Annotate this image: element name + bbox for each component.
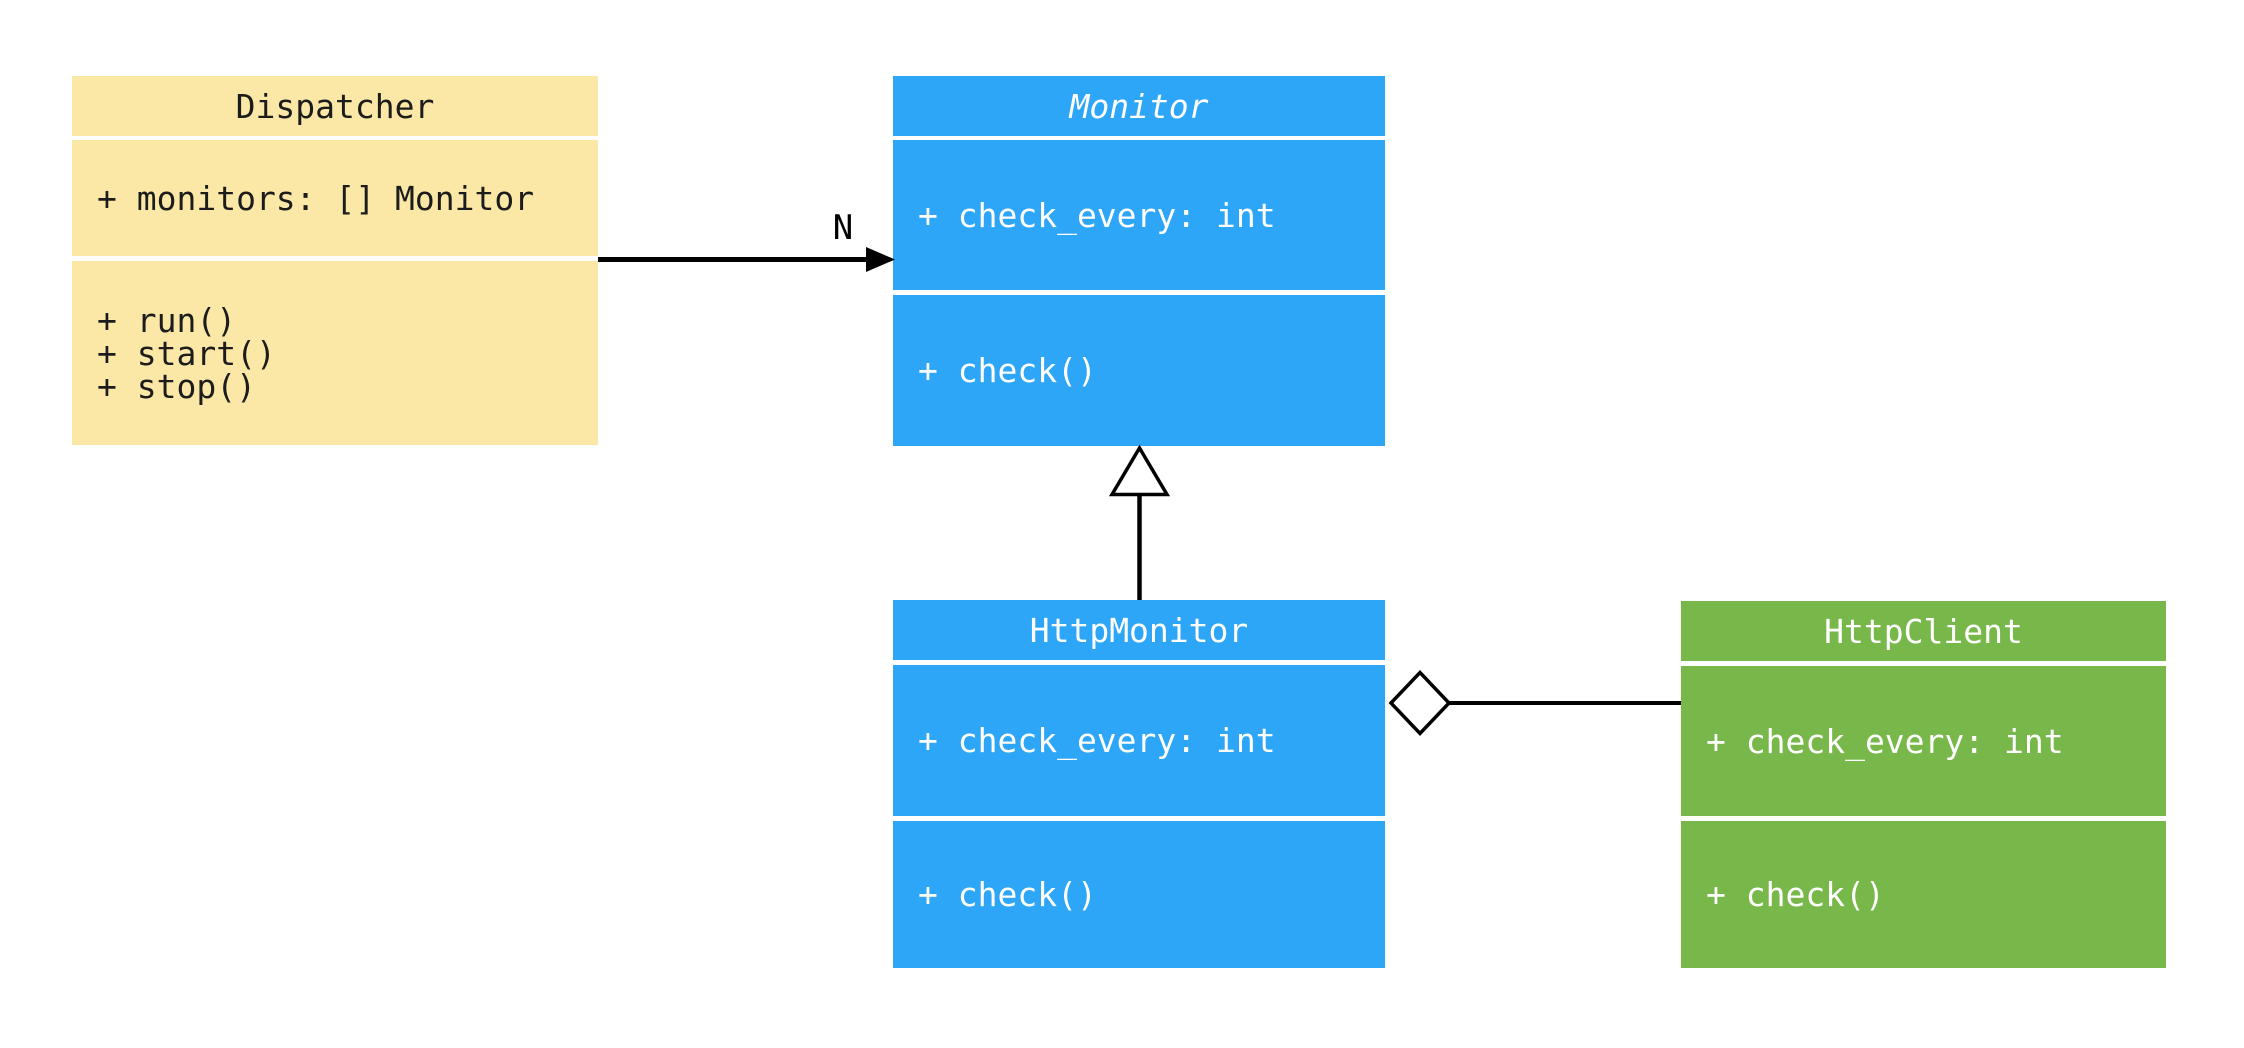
generalization-triangle-icon: [1108, 444, 1171, 497]
class-title-http-client: HttpClient: [1681, 601, 2166, 661]
method-line: + start(): [97, 333, 276, 373]
class-title-dispatcher: Dispatcher: [72, 76, 598, 136]
class-attributes-http-client: + check_every: int: [1681, 666, 2166, 816]
class-methods-http-client: + check(): [1681, 821, 2166, 968]
multiplicity-label: N: [832, 208, 854, 248]
class-attributes-http-monitor: + check_every: int: [893, 665, 1385, 816]
attribute-line: + monitors: [] Monitor: [97, 178, 535, 218]
class-methods-dispatcher: + run() + start() + stop(): [72, 261, 598, 445]
class-attributes-dispatcher: + monitors: [] Monitor: [72, 140, 598, 256]
attribute-line: + check_every: int: [918, 195, 1276, 235]
class-methods-http-monitor: + check(): [893, 821, 1385, 968]
method-line: + stop(): [97, 366, 256, 406]
method-line: + check(): [918, 351, 1097, 390]
aggregation-diamond-icon: [1388, 669, 1452, 737]
method-line: + check(): [918, 875, 1097, 914]
class-title-monitor: Monitor: [893, 76, 1385, 136]
method-line: + run(): [97, 300, 237, 340]
class-title-http-monitor: HttpMonitor: [893, 600, 1385, 660]
attribute-line: + check_every: int: [918, 721, 1276, 760]
class-methods-monitor: + check(): [893, 295, 1385, 446]
association-arrowhead-icon: [866, 247, 895, 272]
attribute-line: + check_every: int: [1706, 721, 2064, 761]
method-line: + check(): [1706, 875, 1885, 914]
class-attributes-monitor: + check_every: int: [893, 140, 1385, 290]
